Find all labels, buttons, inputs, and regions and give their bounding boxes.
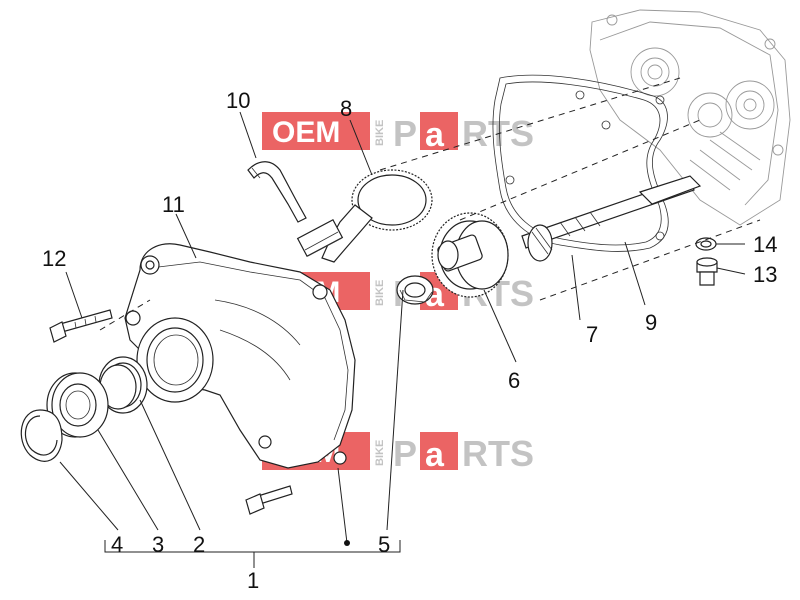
reference-dot: [344, 540, 350, 546]
label-part-2: 2: [193, 532, 205, 557]
label-part-8: 8: [340, 96, 352, 121]
watermark-bottom-a: a: [425, 436, 445, 474]
bolt-12-top: [49, 309, 113, 343]
label-part-13: 13: [753, 262, 777, 287]
bearing-3: [46, 372, 109, 438]
label-part-7: 7: [586, 322, 598, 347]
label-part-10: 10: [226, 88, 250, 113]
watermark-bottom-rts: RTS: [462, 433, 534, 474]
leader-lines: [59, 77, 761, 568]
watermark-top-red-box: [262, 112, 370, 150]
watermark-bottom-bike: BIKE: [374, 440, 386, 466]
watermark-top-bike: BIKE: [374, 120, 386, 146]
label-part-12: 12: [42, 246, 66, 271]
watermark-middle-bike: BIKE: [374, 280, 386, 306]
drain-plug-13: [696, 257, 718, 286]
gasket-9: [492, 74, 669, 252]
transmission-cover-11: [124, 243, 356, 469]
bolt-12-bottom: [245, 485, 293, 515]
label-part-6: 6: [508, 368, 520, 393]
circlip-4: [20, 409, 63, 462]
label-part-5: 5: [378, 532, 390, 557]
watermark-top: OEM BIKE P a RTS: [262, 112, 534, 154]
watermark-bottom-a-box: [420, 432, 458, 470]
watermark-top-p: P: [393, 113, 417, 154]
label-part-9: 9: [645, 310, 657, 335]
label-part-11: 11: [162, 192, 185, 217]
breather-pipe-10: [247, 161, 307, 223]
gear-shaft-6: [431, 212, 509, 298]
watermark-top-a-box: [420, 112, 458, 150]
label-part-3: 3: [152, 532, 164, 557]
label-part-1: 1: [247, 568, 259, 593]
oil-seal-2: [98, 356, 148, 414]
watermark-bottom-p: P: [393, 433, 417, 474]
watermark-top-a: a: [425, 116, 445, 154]
crankcase-ghost: [589, 9, 791, 226]
label-part-4: 4: [111, 532, 123, 557]
shaft-7: [521, 175, 702, 262]
watermark-top-oem: OEM: [272, 116, 340, 149]
gear-shaft-8: [296, 169, 433, 263]
label-part-14: 14: [753, 232, 777, 257]
part-labels: 10 8 11 12 14 13 9 7 6 5 2 3 4 1: [42, 88, 777, 593]
